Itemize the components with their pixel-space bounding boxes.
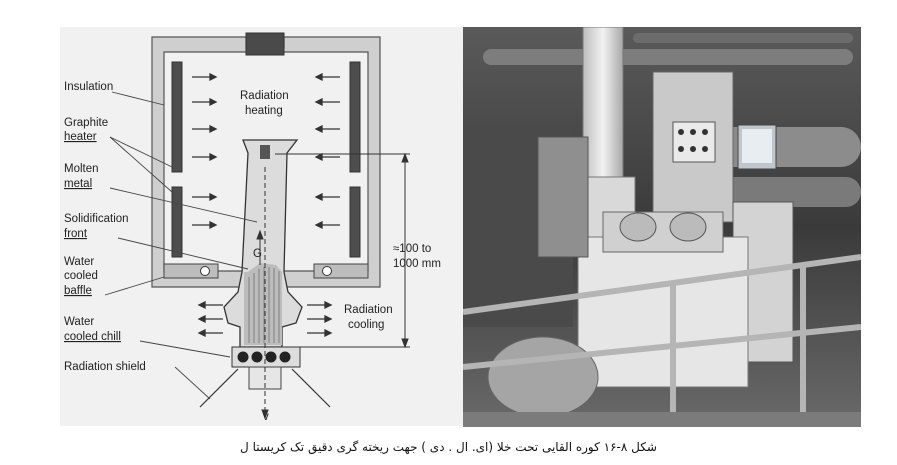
label-baffle-2: cooled: [64, 270, 98, 282]
label-velocity: v: [263, 411, 269, 423]
radiation-heating-arrows: [192, 72, 340, 230]
leader-lines: [104, 91, 258, 400]
furnace-photograph: [463, 27, 861, 427]
label-baffle-1: Water: [64, 256, 94, 268]
withdrawal-axis: [256, 167, 269, 420]
label-baffle-3: baffle: [64, 285, 92, 297]
radiation-shield: [199, 368, 331, 408]
labels: Insulation Graphite heater Molten metal …: [64, 81, 441, 423]
water-cooled-baffle: [163, 263, 369, 279]
label-chill-2: cooled chill: [64, 331, 121, 343]
label-radiation-heating-1: Radiation: [240, 90, 289, 102]
label-insulation: Insulation: [64, 81, 113, 93]
label-graphite-2: heater: [64, 131, 97, 143]
furnace-schematic-diagram: Insulation Graphite heater Molten metal …: [60, 27, 463, 426]
label-molten-2: metal: [64, 178, 92, 190]
control-cabinet: [652, 71, 734, 223]
safety-railing: [463, 254, 861, 427]
furnace-base: [577, 211, 749, 388]
label-radiation-heating-2: heating: [245, 105, 283, 117]
label-dimension-1: ≈100 to: [393, 243, 431, 255]
label-solidification-1: Solidification: [64, 213, 129, 225]
label-chill-1: Water: [64, 316, 94, 328]
label-solidification-2: front: [64, 228, 88, 240]
label-graphite-1: Graphite: [64, 117, 108, 129]
figure-caption: شکل ۸-۱۶ کوره القایی تحت خلا (ای. ال . د…: [240, 440, 657, 454]
label-radiation-cooling-2: cooling: [348, 319, 384, 331]
ceiling-ducts: [483, 33, 861, 207]
radiation-cooling-arrows: [197, 300, 333, 338]
mold-and-casting: [223, 139, 303, 348]
label-radiation-shield: Radiation shield: [64, 361, 146, 373]
dimension-indicator: [275, 152, 410, 349]
label-radiation-cooling-1: Radiation: [344, 304, 393, 316]
label-molten-1: Molten: [64, 163, 99, 175]
label-gradient: G: [253, 248, 262, 260]
label-dimension-2: 1000 mm: [393, 258, 441, 270]
graphite-heaters: [171, 61, 361, 258]
